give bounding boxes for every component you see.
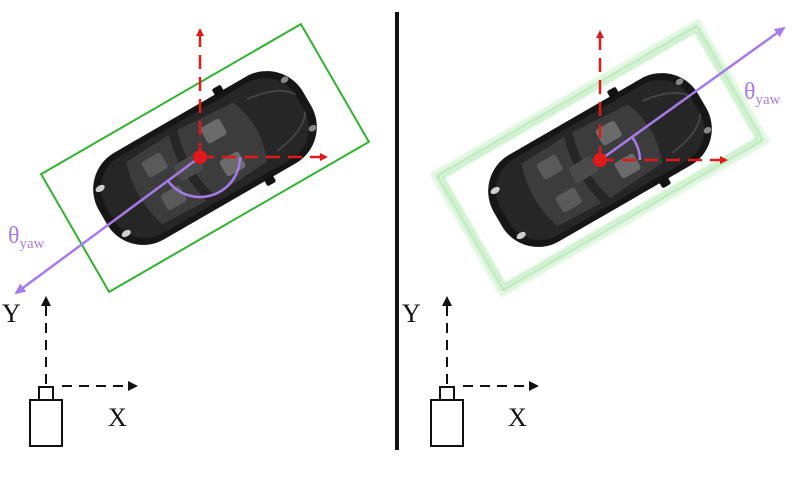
- left-yaw-arc: [167, 156, 242, 199]
- right-yaw-arc: [630, 136, 642, 161]
- left-theta-label: θyaw: [8, 223, 45, 252]
- right-camera-icon: [430, 386, 464, 447]
- right-axis-x-label: X: [508, 403, 527, 432]
- right-panel: θyaw Y X: [402, 19, 786, 447]
- left-axis-y-label: Y: [2, 299, 21, 328]
- right-bounding-box: [430, 19, 770, 297]
- left-center-point: [193, 150, 207, 164]
- left-panel: θyaw Y X: [2, 22, 371, 447]
- left-camera-icon: [29, 386, 63, 447]
- left-axis-x-label: X: [108, 403, 127, 432]
- right-yaw-axis: [599, 26, 786, 162]
- right-axis-y-label: Y: [402, 299, 421, 328]
- left-yaw-axis: [14, 155, 201, 295]
- left-bounding-box: [39, 22, 371, 294]
- right-center-point: [593, 153, 607, 167]
- right-theta-label: θyaw: [744, 79, 781, 108]
